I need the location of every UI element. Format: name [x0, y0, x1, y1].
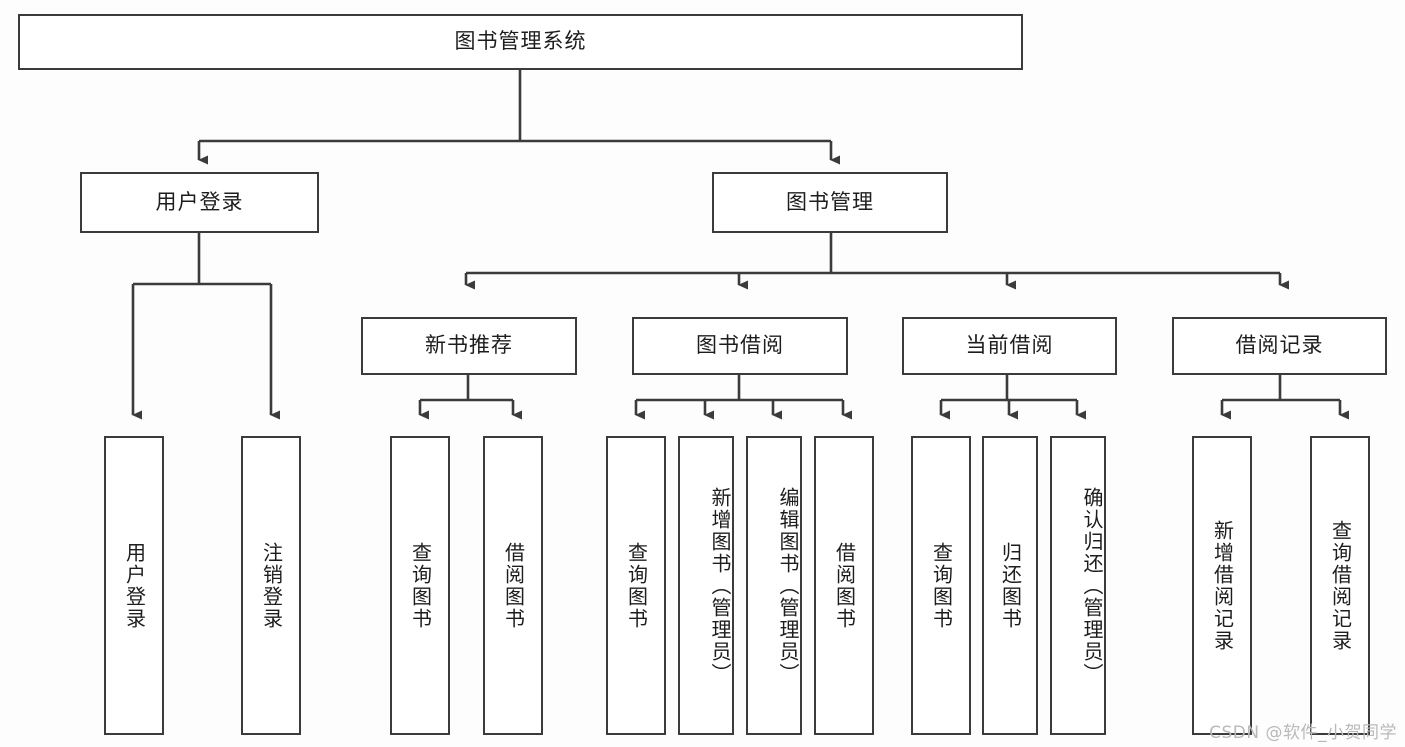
leaf-add-record[interactable]: 新增借阅记录: [1192, 436, 1252, 735]
leaf-add-book-label: 新增图书（管理员）: [708, 486, 732, 685]
node-new-book-recommend-label: 新书推荐: [425, 333, 513, 358]
node-root[interactable]: 图书管理系统: [18, 14, 1023, 70]
node-current-borrow-label: 当前借阅: [965, 333, 1054, 358]
leaf-user-login[interactable]: 用户登录: [104, 436, 164, 735]
leaf-borrow-book-1-label: 借阅图书: [501, 541, 526, 630]
leaf-query-book-1[interactable]: 查询图书: [390, 436, 450, 735]
leaf-return-book[interactable]: 归还图书: [982, 436, 1038, 735]
leaf-confirm-return-label: 确认归还（管理员）: [1080, 486, 1104, 685]
leaf-edit-book[interactable]: 编辑图书（管理员）: [746, 436, 802, 735]
node-current-borrow[interactable]: 当前借阅: [902, 317, 1117, 375]
node-user-login[interactable]: 用户登录: [80, 172, 319, 233]
leaf-query-record[interactable]: 查询借阅记录: [1310, 436, 1370, 735]
leaf-borrow-book-2-label: 借阅图书: [832, 541, 857, 630]
leaf-query-book-2[interactable]: 查询图书: [606, 436, 666, 735]
leaf-user-logout-label: 注销登录: [259, 541, 284, 630]
node-new-book-recommend[interactable]: 新书推荐: [361, 317, 577, 375]
leaf-user-login-label: 用户登录: [122, 541, 147, 630]
leaf-borrow-book-1[interactable]: 借阅图书: [483, 436, 543, 735]
leaf-edit-book-label: 编辑图书（管理员）: [776, 486, 800, 685]
leaf-add-record-label: 新增借阅记录: [1210, 519, 1235, 652]
node-borrow-record-label: 借阅记录: [1235, 333, 1324, 358]
leaf-add-book[interactable]: 新增图书（管理员）: [678, 436, 734, 735]
node-book-manage[interactable]: 图书管理: [712, 172, 948, 233]
leaf-query-record-label: 查询借阅记录: [1328, 519, 1353, 652]
leaf-query-book-1-label: 查询图书: [408, 541, 433, 630]
csdn-watermark: CSDN @软件_小贺同学: [1209, 723, 1397, 743]
leaf-borrow-book-2[interactable]: 借阅图书: [814, 436, 874, 735]
leaf-query-book-2-label: 查询图书: [624, 541, 649, 630]
leaf-query-book-3[interactable]: 查询图书: [911, 436, 971, 735]
leaf-confirm-return[interactable]: 确认归还（管理员）: [1050, 436, 1106, 735]
node-root-label: 图书管理系统: [454, 29, 587, 54]
node-book-borrow-label: 图书借阅: [696, 333, 784, 358]
leaf-user-logout[interactable]: 注销登录: [241, 436, 301, 735]
leaf-return-book-label: 归还图书: [998, 541, 1023, 630]
node-user-login-label: 用户登录: [155, 189, 244, 214]
node-borrow-record[interactable]: 借阅记录: [1172, 317, 1387, 375]
node-book-borrow[interactable]: 图书借阅: [632, 317, 848, 375]
node-book-manage-label: 图书管理: [786, 189, 874, 214]
leaf-query-book-3-label: 查询图书: [929, 541, 954, 630]
